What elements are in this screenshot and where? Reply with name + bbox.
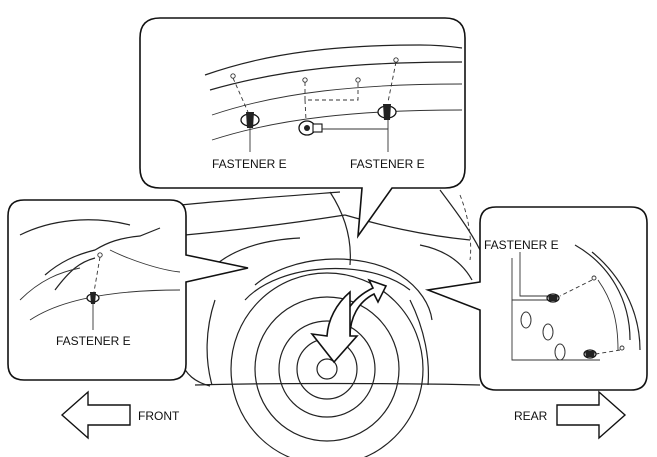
- right-detail-callout: FASTENER E: [424, 206, 648, 391]
- rear-direction-arrow: REAR: [514, 390, 627, 440]
- front-label: FRONT: [138, 409, 180, 423]
- fastener-label: FASTENER E: [56, 334, 131, 348]
- fastener-clip-icon: [86, 292, 100, 304]
- vehicle-body-sketch: [179, 189, 481, 387]
- fastener-clip-icon: [298, 120, 323, 136]
- fastener-clip-icon: [240, 112, 260, 128]
- rotation-arrow: [310, 278, 388, 364]
- fastener-clip-icon: [377, 104, 397, 120]
- fastener-clip-icon: [583, 349, 597, 359]
- left-detail-callout: FASTENER E: [7, 199, 249, 381]
- rear-label: REAR: [514, 409, 548, 423]
- top-detail-callout: FASTENER E FASTENER E: [139, 17, 466, 239]
- fastener-label: FASTENER E: [484, 238, 559, 252]
- fastener-label: FASTENER E: [350, 157, 425, 171]
- front-direction-arrow: FRONT: [60, 390, 180, 440]
- fastener-label: FASTENER E: [212, 157, 287, 171]
- fastener-clip-icon: [546, 293, 560, 303]
